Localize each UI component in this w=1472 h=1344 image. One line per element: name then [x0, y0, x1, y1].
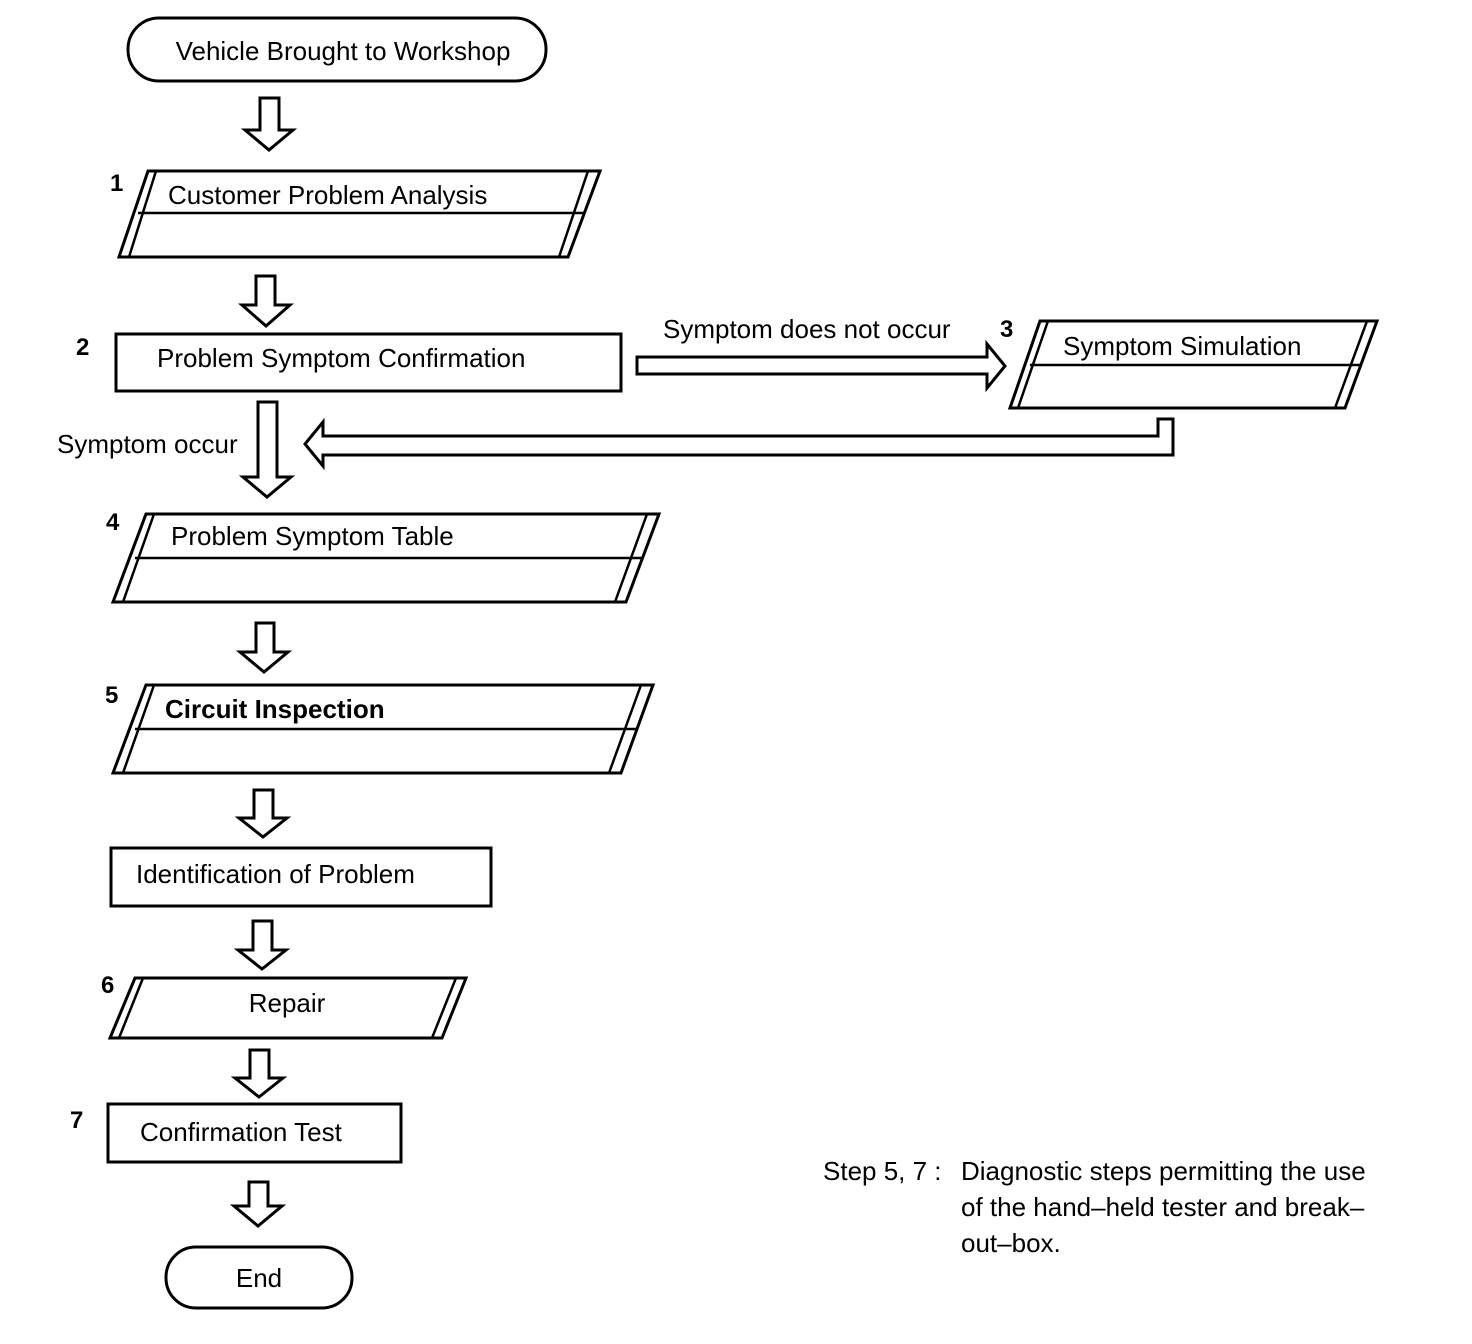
step-5-circuit-inspection: 5 Circuit Inspection [105, 682, 656, 775]
step-2-number: 2 [76, 334, 89, 361]
step-4-label: Problem Symptom Table [171, 521, 454, 551]
step-4-number: 4 [106, 509, 120, 536]
step-5-number: 5 [105, 682, 118, 709]
step-6-number: 6 [101, 972, 114, 999]
branch-occur-label: Symptom occur [57, 429, 238, 459]
end-terminator: End [164, 1245, 354, 1310]
step-6-repair: 6 Repair [101, 972, 469, 1040]
down-arrow [234, 788, 292, 839]
down-arrow [235, 621, 293, 674]
step-1-number: 1 [110, 170, 123, 197]
step-5-label: Circuit Inspection [165, 694, 385, 724]
step-3-symptom-simulation: 3 Symptom Simulation [1000, 316, 1380, 410]
step-7-confirmation-test: 7 Confirmation Test [70, 1102, 403, 1164]
start-label: Vehicle Brought to Workshop [176, 36, 511, 66]
step-7-label: Confirmation Test [140, 1117, 343, 1147]
start-terminator: Vehicle Brought to Workshop [126, 16, 548, 83]
note-prefix: Step 5, 7 : [823, 1156, 942, 1186]
note-line: Diagnostic steps permitting the use [961, 1156, 1366, 1186]
footnote: Step 5, 7 : Diagnostic steps permitting … [823, 1156, 1366, 1258]
identification-of-problem: Identification of Problem [109, 846, 493, 908]
step-2-label: Problem Symptom Confirmation [157, 343, 525, 373]
note-line: of the hand–held tester and break– [961, 1192, 1365, 1222]
down-arrow [240, 96, 298, 152]
branch-not-occur-label: Symptom does not occur [663, 314, 951, 344]
down-arrow [238, 400, 296, 499]
end-label: End [236, 1263, 282, 1293]
step-1-customer-problem-analysis: 1 Customer Problem Analysis [110, 169, 603, 259]
step-3-label: Symptom Simulation [1063, 331, 1301, 361]
step-1-label: Customer Problem Analysis [168, 180, 487, 210]
step-6-label: Repair [249, 988, 326, 1018]
step-7-number: 7 [70, 1107, 83, 1134]
return-arrow [303, 417, 1175, 471]
down-arrow [230, 1048, 288, 1099]
note-line: out–box. [961, 1228, 1061, 1258]
step-2-problem-symptom-confirmation: 2 Problem Symptom Confirmation [76, 332, 623, 393]
identification-label: Identification of Problem [136, 859, 415, 889]
down-arrow [233, 919, 291, 971]
right-arrow [635, 339, 1007, 393]
step-4-problem-symptom-table: 4 Problem Symptom Table [106, 509, 662, 604]
down-arrow [229, 1180, 287, 1228]
step-3-number: 3 [1000, 316, 1013, 343]
down-arrow [238, 274, 294, 328]
